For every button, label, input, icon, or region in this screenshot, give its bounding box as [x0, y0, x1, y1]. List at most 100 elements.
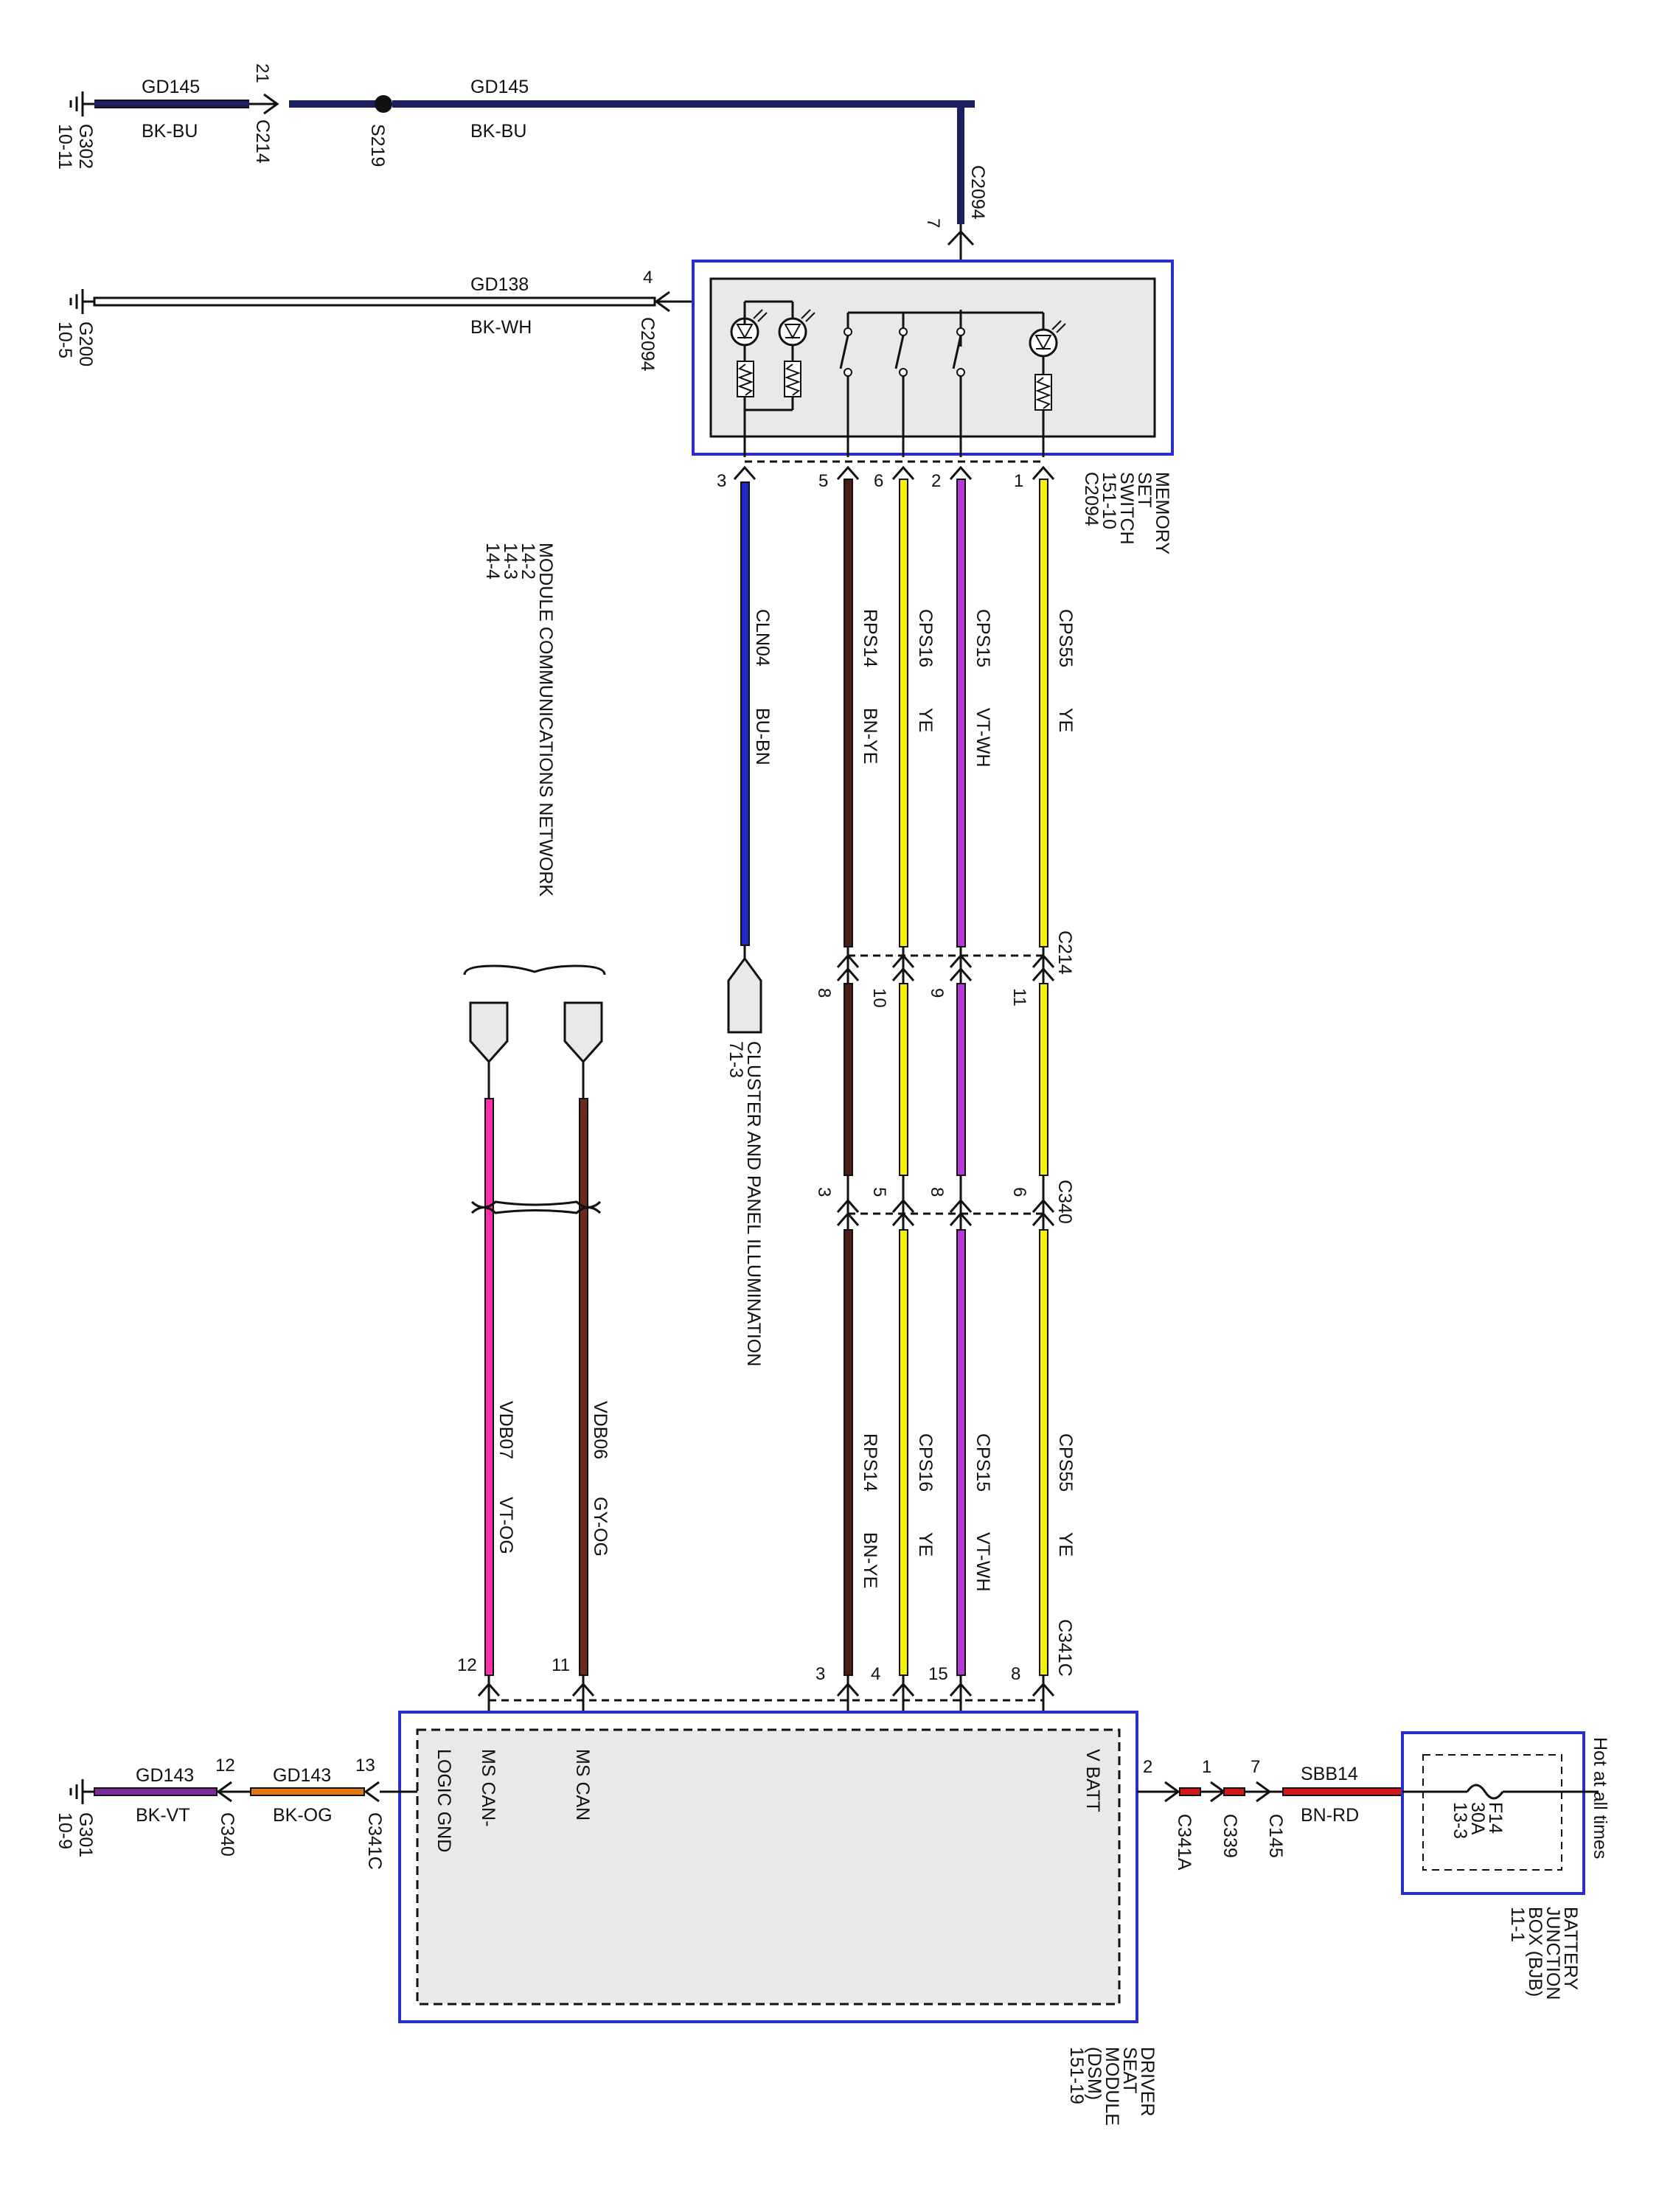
wire-cps55-c214-pin: 11: [1009, 988, 1029, 1006]
memory-set-switch-name-5: C2094: [1081, 472, 1102, 526]
wire-cps16-circuit-upper: CPS16: [915, 609, 936, 667]
network-title: MODULE COMMUNICATIONS NETWORK: [535, 543, 556, 897]
illumination-destination: CLUSTER AND PANEL ILLUMINATION: [743, 1041, 764, 1366]
twisted-pair-icon: [470, 1200, 602, 1214]
wire-cps15-seg-3: [956, 1229, 966, 1676]
wire-cps16-seg-1: [899, 479, 908, 947]
vdb07-pin: 12: [457, 1655, 477, 1675]
illumination-connector-icon: [727, 956, 762, 1034]
led-2-icon: [745, 300, 815, 411]
wire-cps15-c2094-pin: 2: [931, 471, 941, 491]
g301-wire-circuit-2: GD143: [273, 1765, 331, 1786]
c341c-bottom-pin: 13: [355, 1756, 375, 1775]
c340-label: C340: [1054, 1180, 1075, 1224]
dsm-name-5: 151-19: [1066, 2047, 1087, 2104]
bjb-name-1: BATTERY: [1560, 1907, 1581, 1990]
c339-pin: 1: [1202, 1757, 1211, 1777]
dsm-ms-can: MS CAN: [572, 1749, 593, 1820]
wire-gd145-c: [392, 100, 975, 108]
power-circuit: 2 C341A 1 C339 7 C145 SBB14 BN-RD F14 30…: [1137, 1731, 1610, 2000]
wire-cps55-connector-1: [1032, 465, 1055, 480]
wire-cps15-circuit-lower: CPS15: [973, 1433, 993, 1492]
g301-wire-circuit-1: GD143: [136, 1765, 194, 1786]
bjb-name-3: BOX (BJB): [1525, 1907, 1545, 1997]
c339-label: C339: [1220, 1814, 1240, 1858]
wire-cps55-seg-3: [1039, 1229, 1048, 1676]
c214-top-pin: 21: [252, 63, 272, 83]
ground-g302-icon: [69, 91, 94, 116]
wire-cps16-c341c-pin: 4: [871, 1664, 880, 1684]
signal-wires: 11168CPS55YECPS55YEMEM IND LED29815CPS15…: [814, 465, 1076, 1929]
wire-cps15-c340-pin: 8: [927, 1187, 947, 1197]
dsm-ms-can-minus: MS CAN-: [478, 1749, 498, 1827]
wire-cps55-seg-1: [1039, 479, 1048, 947]
wire-cps15-color-upper: VT-WH: [973, 708, 993, 768]
wire-rps14-seg-2: [844, 983, 853, 1176]
vdb06-circuit: VDB06: [590, 1401, 611, 1459]
wire-rps14-seg-1: [844, 479, 853, 947]
ground-g301-icon: [69, 1779, 94, 1804]
wire-rps14-color-lower: BN-YE: [860, 1532, 880, 1588]
vdb07-circuit: VDB07: [495, 1401, 516, 1459]
led-1-icon: [730, 302, 768, 410]
vdb06-color: GY-OG: [590, 1497, 611, 1557]
c2094-top-pin: 7: [923, 218, 943, 228]
switch-recall-1-icon: [952, 327, 965, 457]
sbb14-color: BN-RD: [1301, 1805, 1359, 1826]
wire-cps15-circuit-upper: CPS15: [973, 609, 993, 667]
memory-set-switch-name-1: MEMORY: [1152, 472, 1172, 554]
wire-cps16-c340-pin: 5: [869, 1187, 889, 1197]
wire-rps14-seg-3: [844, 1229, 853, 1676]
wire-gd145-b: [289, 100, 380, 108]
illumination-ref: 71-3: [726, 1041, 746, 1078]
wire-gd145-vertical: [957, 100, 964, 224]
c341a-pin: 2: [1143, 1757, 1152, 1777]
c340-bottom-pin: 12: [215, 1756, 235, 1775]
connector-c341a-icon: [1164, 1781, 1180, 1803]
fuse-f14-ref: 13-3: [1450, 1802, 1470, 1839]
c145-label: C145: [1265, 1814, 1286, 1858]
g301-wire-color-1: BK-VT: [136, 1805, 190, 1826]
cln04-color: BU-BN: [752, 708, 773, 765]
network-connector-1-icon: [469, 1001, 509, 1064]
wire-vdb06: [579, 1098, 588, 1676]
g302-label: G302: [75, 124, 96, 169]
g302-wire-circuit-2: GD145: [470, 77, 529, 97]
network-brace-icon: [463, 964, 606, 975]
g302-wire-color-2: BK-BU: [470, 121, 526, 142]
fuse-f14-label: F14: [1485, 1802, 1506, 1834]
bjb-name-2: JUNCTION: [1543, 1907, 1563, 2000]
g200-wire-color: BK-WH: [470, 317, 532, 338]
wire-cps16-color-lower: YE: [915, 1532, 936, 1557]
wire-cps16-seg-3: [899, 1229, 908, 1676]
wire-cps15-c341c-pin: 15: [928, 1664, 948, 1684]
dsm-logic-gnd: LOGIC GND: [434, 1749, 454, 1852]
wire-gd138: [93, 296, 656, 307]
led-indicator-icon: [961, 311, 1066, 457]
splice-s219-icon: [375, 95, 392, 113]
wire-gd143-bk-vt: [94, 1787, 218, 1796]
wire-rps14-c341c-pin: 3: [815, 1664, 825, 1684]
wire-cps15-connector-1: [949, 465, 973, 480]
second-ground-circuit: GD138 BK-WH G200 10-5 C2094 4: [55, 268, 746, 372]
connector-c341c-bottom-icon: [364, 1781, 380, 1803]
wire-rps14-connector-1: [836, 465, 860, 480]
c341c-bottom-label: C341C: [364, 1812, 385, 1870]
network-connector-2-icon: [563, 1001, 603, 1064]
network-ref-2: 14-3: [500, 543, 521, 580]
wire-cps15-color-lower: VT-WH: [973, 1532, 993, 1592]
wire-cps15-seg-2: [956, 983, 966, 1176]
g302-wire-circuit-1: GD145: [142, 77, 200, 97]
c214-top-label: C214: [252, 119, 273, 164]
fuse-f14-rating: 30A: [1467, 1802, 1488, 1835]
cln04-circuit: CLN04: [752, 609, 773, 667]
wire-cps55-circuit-upper: CPS55: [1055, 609, 1076, 667]
c214-label: C214: [1054, 931, 1075, 975]
wire-sbb14-short-1: [1179, 1787, 1201, 1796]
dsm-v-batt: V BATT: [1082, 1749, 1103, 1812]
g200-label: G200: [75, 321, 96, 366]
g302-wire-color-1: BK-BU: [142, 121, 198, 142]
c2094-pin4-label: C2094: [637, 317, 658, 372]
g301-label: G301: [75, 1812, 96, 1857]
